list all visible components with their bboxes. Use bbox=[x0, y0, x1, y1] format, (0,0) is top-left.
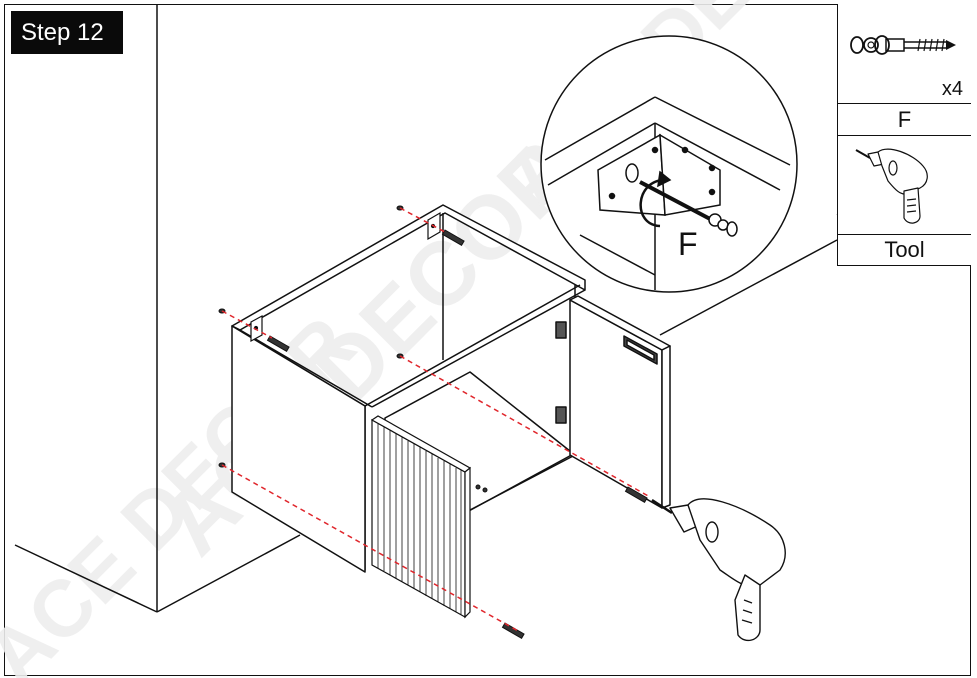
power-drill bbox=[651, 498, 786, 642]
tool-label: Tool bbox=[884, 237, 925, 262]
right-door bbox=[555, 295, 671, 509]
divider bbox=[838, 135, 971, 136]
detail-part-letter: F bbox=[678, 226, 698, 262]
detail-magnifier bbox=[540, 35, 798, 293]
fluted-door bbox=[370, 415, 472, 619]
divider bbox=[838, 234, 971, 235]
fastener-letter: F bbox=[897, 107, 912, 132]
fastener-quantity: x4 bbox=[941, 78, 963, 100]
diagram-frame bbox=[4, 4, 971, 676]
cabinet bbox=[231, 204, 586, 573]
power-drill-icon bbox=[855, 148, 928, 224]
screws bbox=[218, 205, 648, 640]
divider bbox=[838, 103, 971, 104]
alignment-guides bbox=[221, 207, 651, 633]
screw-with-washers-icon bbox=[850, 35, 956, 55]
step-badge: Step 12 bbox=[11, 11, 123, 54]
parts-panel: x4 F Tool bbox=[837, 4, 971, 266]
